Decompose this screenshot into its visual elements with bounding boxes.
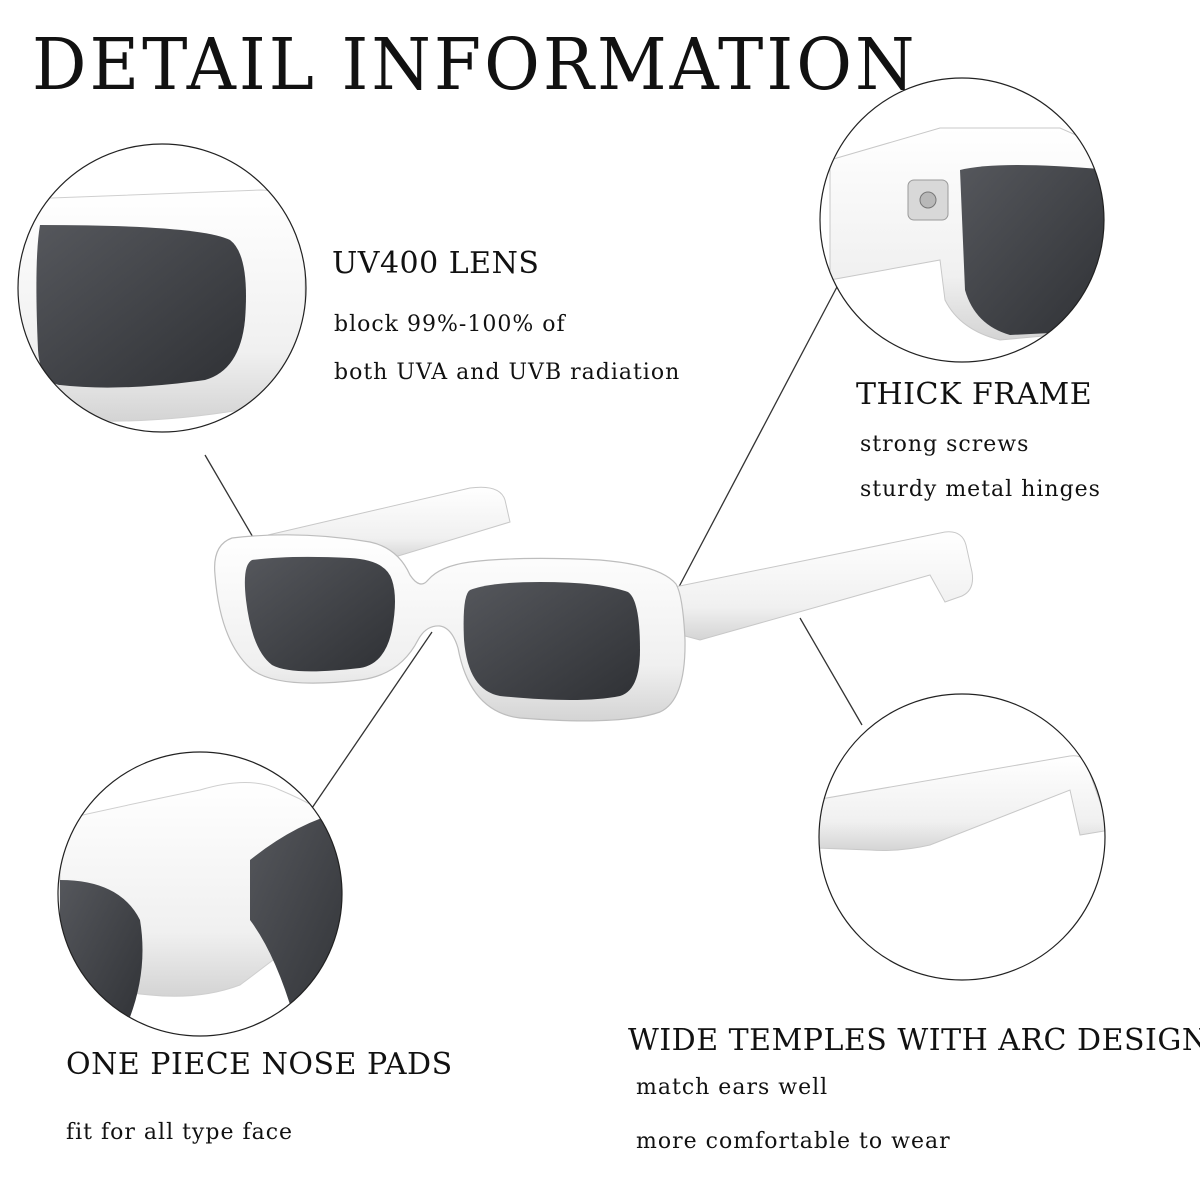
feature-heading-temples: WIDE TEMPLES WITH ARC DESIGN	[628, 1023, 1200, 1058]
closeup-nose-pads	[57, 751, 343, 1037]
feature-line-uv400-1: block 99%-100% of	[334, 312, 566, 337]
feature-heading-uv400: UV400 LENS	[332, 246, 540, 281]
pointer-line-frame	[671, 284, 839, 601]
feature-line-temples-1: match ears well	[636, 1075, 829, 1100]
feature-line-temples-2: more comfortable to wear	[636, 1129, 951, 1154]
feature-heading-thick-frame: THICK FRAME	[856, 377, 1093, 412]
lens-right	[463, 582, 640, 700]
feature-line-nose-1: fit for all type face	[66, 1120, 294, 1145]
closeup-temple	[818, 693, 1106, 981]
lens-left	[244, 556, 395, 672]
sunglasses-main	[214, 486, 973, 722]
feature-line-frame-2: sturdy metal hinges	[860, 477, 1101, 502]
pointer-line-temple	[799, 617, 863, 726]
page-title: DETAIL INFORMATION	[32, 24, 918, 107]
feature-line-frame-1: strong screws	[860, 432, 1030, 457]
feature-heading-nose-pads: ONE PIECE NOSE PADS	[66, 1047, 453, 1082]
closeup-hinge	[819, 77, 1105, 363]
feature-line-uv400-2: both UVA and UVB radiation	[334, 360, 681, 385]
temple-arm	[659, 531, 973, 641]
pointer-line-nose	[311, 631, 433, 809]
closeup-lens	[17, 143, 307, 433]
